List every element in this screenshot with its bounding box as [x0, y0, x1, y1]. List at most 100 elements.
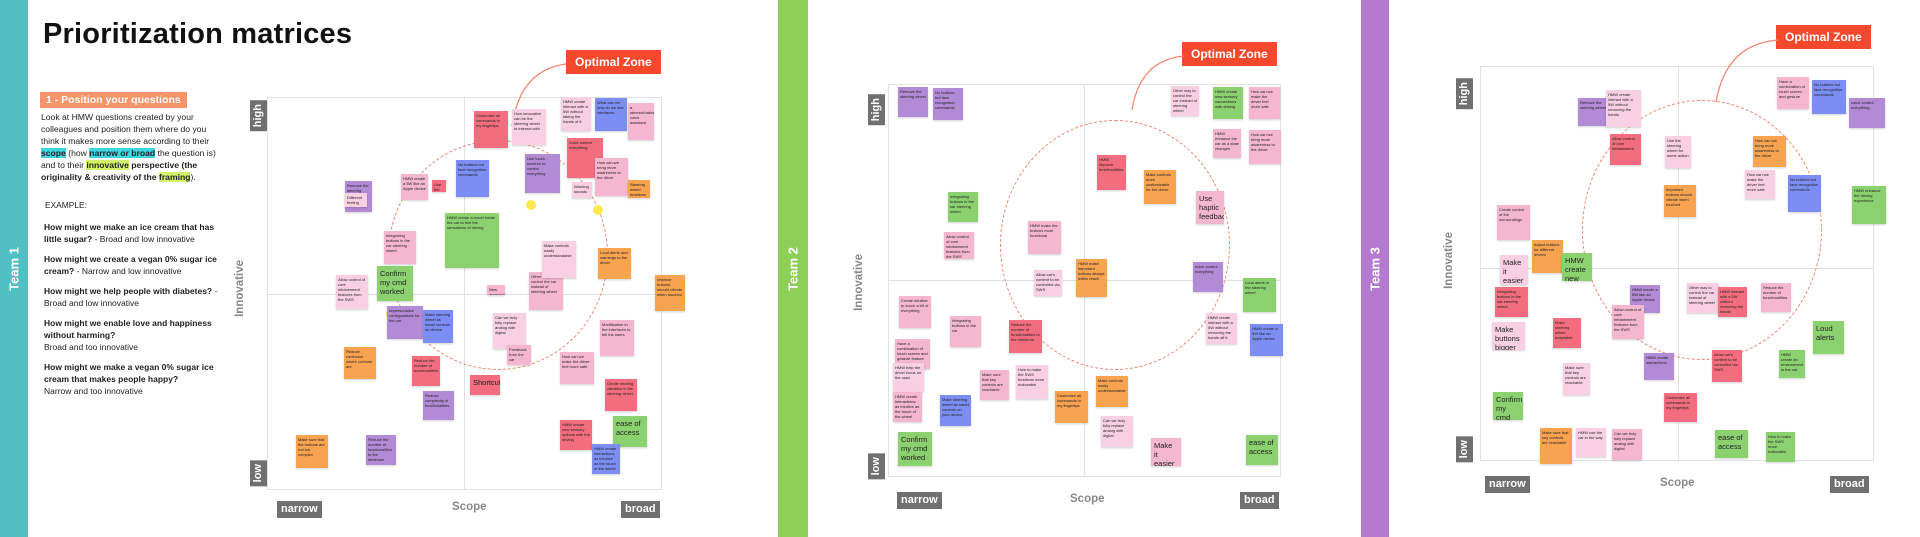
sticky-note[interactable]: Impersonalize configurations for the car: [387, 306, 423, 339]
sticky-note[interactable]: voice control everything: [1193, 262, 1223, 292]
sticky-note[interactable]: HMW create new sensory: [1562, 253, 1592, 281]
sticky-note[interactable]: How to make the SWS functions more notic…: [1016, 365, 1048, 399]
sticky-note[interactable]: Use touch screens to control everything: [525, 154, 560, 193]
sticky-note[interactable]: Allow control of core infotainment featu…: [336, 275, 368, 309]
sticky-note[interactable]: HMW make important buttons always within…: [1076, 259, 1107, 297]
sticky-note[interactable]: Improve buttons should vibrate when touc…: [655, 275, 685, 311]
sticky-note[interactable]: ease of access: [1715, 430, 1748, 458]
sticky-note[interactable]: Steering wheel functions: [628, 180, 650, 198]
sticky-note[interactable]: Allow control of core infotainment: [1610, 134, 1641, 165]
sticky-note[interactable]: HMW create new sensory connections with …: [1213, 87, 1243, 119]
sticky-note[interactable]: HMW interact with a 5W without removing …: [1718, 287, 1747, 317]
sticky-note[interactable]: Integrating buttons in the car: [950, 316, 981, 347]
sticky-note[interactable]: Make steering wheel as smart controls on…: [940, 395, 971, 426]
sticky-note[interactable]: How can we bring more awareness to the d…: [1753, 136, 1786, 167]
sticky-note[interactable]: Allow car's content to be controlled via…: [1712, 350, 1742, 382]
sticky-note[interactable]: Remove the steering wheel: [1578, 98, 1609, 126]
sticky-note[interactable]: Reduce confusion where controls are: [344, 347, 376, 379]
sticky-note[interactable]: Make sure that key controls are reachabl…: [1540, 428, 1572, 464]
sticky-note[interactable]: Make it easier to use: [1151, 438, 1181, 466]
sticky-note[interactable]: Other way to control the car instead of …: [1687, 283, 1719, 313]
sticky-note[interactable]: How can we make the driver feel more saf…: [560, 352, 594, 384]
sticky-note[interactable]: Make controls easily understandable: [542, 241, 576, 278]
sticky-note[interactable]: Adjust buttons for different drivers: [1532, 240, 1563, 273]
sticky-note[interactable]: Gentle nearing vibration in the steering…: [605, 379, 637, 411]
sticky-note[interactable]: HMW make the buttons more functional: [1028, 221, 1061, 254]
sticky-note[interactable]: Make steering wheel as smart controls on…: [423, 310, 453, 343]
sticky-note[interactable]: Modification in the interfaces to tell t…: [600, 320, 634, 356]
sticky-note[interactable]: Use haptic feedback: [1196, 191, 1224, 224]
sticky-note[interactable]: How innovative can be the steering wheel…: [512, 109, 546, 145]
sticky-note[interactable]: Make controls more customizable for the …: [1144, 170, 1176, 204]
sticky-note[interactable]: Allow car's content to be controlled via…: [1034, 270, 1062, 296]
sticky-note[interactable]: HMW create new sensory options with the …: [560, 420, 592, 450]
sticky-note[interactable]: Use the steering wheel for some action: [1665, 136, 1691, 168]
sticky-note[interactable]: Can we truly fully replace analog with d…: [1612, 429, 1642, 460]
sticky-note[interactable]: Remove the steering wheel: [898, 87, 928, 117]
sticky-note[interactable]: Reduce complexity of functionalities: [423, 391, 454, 420]
sticky-note[interactable]: Reduce the number of functionalities: [412, 356, 440, 386]
sticky-note[interactable]: Customize all commands in my fingertips: [474, 111, 508, 148]
sticky-note[interactable]: HMW create a 5W like an Apple device: [1250, 324, 1283, 356]
sticky-note[interactable]: HMW create interact with a 5W without re…: [1606, 90, 1641, 127]
sticky-note[interactable]: How can we make the driver feel more saf…: [1745, 170, 1775, 199]
sticky-note[interactable]: No buttons but face recognition commands: [1788, 175, 1821, 212]
sticky-note[interactable]: Other way to control the car instead of …: [1171, 86, 1199, 116]
sticky-note[interactable]: voice control everything: [1849, 98, 1885, 128]
sticky-note[interactable]: Can we truly fully replace analog with d…: [493, 313, 526, 349]
sticky-note[interactable]: HMW create an environment in the car: [1779, 350, 1805, 378]
sticky-note[interactable]: Make sure that key controls are reachabl…: [980, 370, 1009, 400]
sticky-note[interactable]: Warning sounds: [572, 182, 592, 198]
sticky-note[interactable]: Confirm my cmd worked: [898, 432, 932, 466]
sticky-note[interactable]: Use the steering wheel to control things: [432, 180, 446, 192]
sticky-note[interactable]: Customize all commands in my fingertips: [1055, 391, 1088, 423]
sticky-note[interactable]: Make buttons bigger: [1492, 322, 1525, 350]
sticky-note[interactable]: Create intuitive to touch a bit of every…: [899, 296, 931, 328]
sticky-note[interactable]: HMW create interact with a 5W without re…: [1206, 313, 1237, 344]
sticky-note[interactable]: New approach to the steering wheel: [487, 285, 505, 295]
sticky-note[interactable]: How can we bring more awareness to the d…: [1249, 130, 1281, 164]
sticky-note[interactable]: HMW create interactions as intuitive as …: [592, 444, 620, 474]
sticky-note[interactable]: No buttons but face recognition commands: [456, 160, 489, 197]
sticky-note[interactable]: Loud alerts and warnings to the driver: [598, 248, 631, 279]
sticky-note[interactable]: Make sure that the buttons are not too c…: [296, 435, 328, 468]
sticky-note[interactable]: HMW help the driver focus on the road: [893, 363, 924, 392]
sticky-note[interactable]: Make steering wheel adaptable: [1553, 318, 1581, 348]
sticky-note[interactable]: Make sure that key controls are reachabl…: [1563, 363, 1590, 395]
sticky-note[interactable]: How to make the SWS more noticeable: [1766, 432, 1795, 462]
sticky-note[interactable]: HMW create interact with a 5W without ta…: [561, 97, 591, 131]
sticky-note[interactable]: Can we truly fully replace analog with d…: [1101, 416, 1133, 447]
sticky-note[interactable]: No buttons but face recognition commands: [1812, 80, 1846, 114]
sticky-note[interactable]: HMW use the car in the way: [1576, 428, 1606, 457]
sticky-note[interactable]: Shortcut: [470, 375, 500, 395]
sticky-note[interactable]: What can we only do we see interfaces: [595, 98, 627, 131]
sticky-note[interactable]: HMW create a mood inside the car to feel…: [445, 213, 499, 268]
sticky-note[interactable]: ease of access: [1246, 435, 1278, 465]
sticky-note[interactable]: Important buttons should vibrate when to…: [1664, 185, 1696, 217]
sticky-note[interactable]: Confirm my cmd worked: [1493, 392, 1523, 420]
sticky-note[interactable]: Make it easier: [1500, 255, 1528, 285]
sticky-note[interactable]: Integrating buttons in the car steering …: [948, 192, 978, 222]
sticky-note[interactable]: HMW create interactions as intuitive as …: [893, 392, 922, 422]
sticky-note[interactable]: How can we make the driver feel more saf…: [1249, 87, 1280, 119]
sticky-note[interactable]: HMW improve functionalities: [1097, 155, 1126, 190]
sticky-note[interactable]: Integrating buttons in the car steering …: [1495, 287, 1528, 317]
sticky-note[interactable]: Integrating buttons in the car steering …: [384, 231, 416, 264]
sticky-note[interactable]: Reduce the number of functionalities: [1761, 283, 1791, 312]
sticky-note[interactable]: Loud alerts: [1813, 321, 1844, 354]
sticky-note[interactable]: Reduce the number of functionalities to …: [1009, 320, 1042, 353]
sticky-note[interactable]: Customize all commands in my fingertips: [1664, 393, 1697, 422]
sticky-note[interactable]: HMW enhance the driving experience: [1852, 186, 1886, 224]
sticky-note[interactable]: Different feeling when touching: [345, 193, 367, 207]
sticky-note[interactable]: Reduce the number of functionalities to …: [366, 435, 396, 465]
sticky-note[interactable]: HMW create a 5W like an Apple device: [401, 174, 428, 200]
sticky-note[interactable]: Allow control of core infotainment featu…: [1612, 305, 1644, 339]
sticky-note[interactable]: Allow control of core infotainment featu…: [944, 232, 974, 259]
sticky-note[interactable]: ease of access: [613, 416, 647, 447]
sticky-note[interactable]: No buttons but face recognition commands: [933, 88, 963, 120]
sticky-note[interactable]: Make controls easily understandable: [1096, 376, 1128, 407]
sticky-note[interactable]: a steered/native voice assistant: [628, 103, 654, 140]
sticky-note[interactable]: Confirm my cmd worked: [377, 266, 413, 301]
sticky-note[interactable]: HMW create interactions: [1644, 353, 1674, 380]
sticky-note[interactable]: Feedback from the car: [507, 345, 531, 365]
